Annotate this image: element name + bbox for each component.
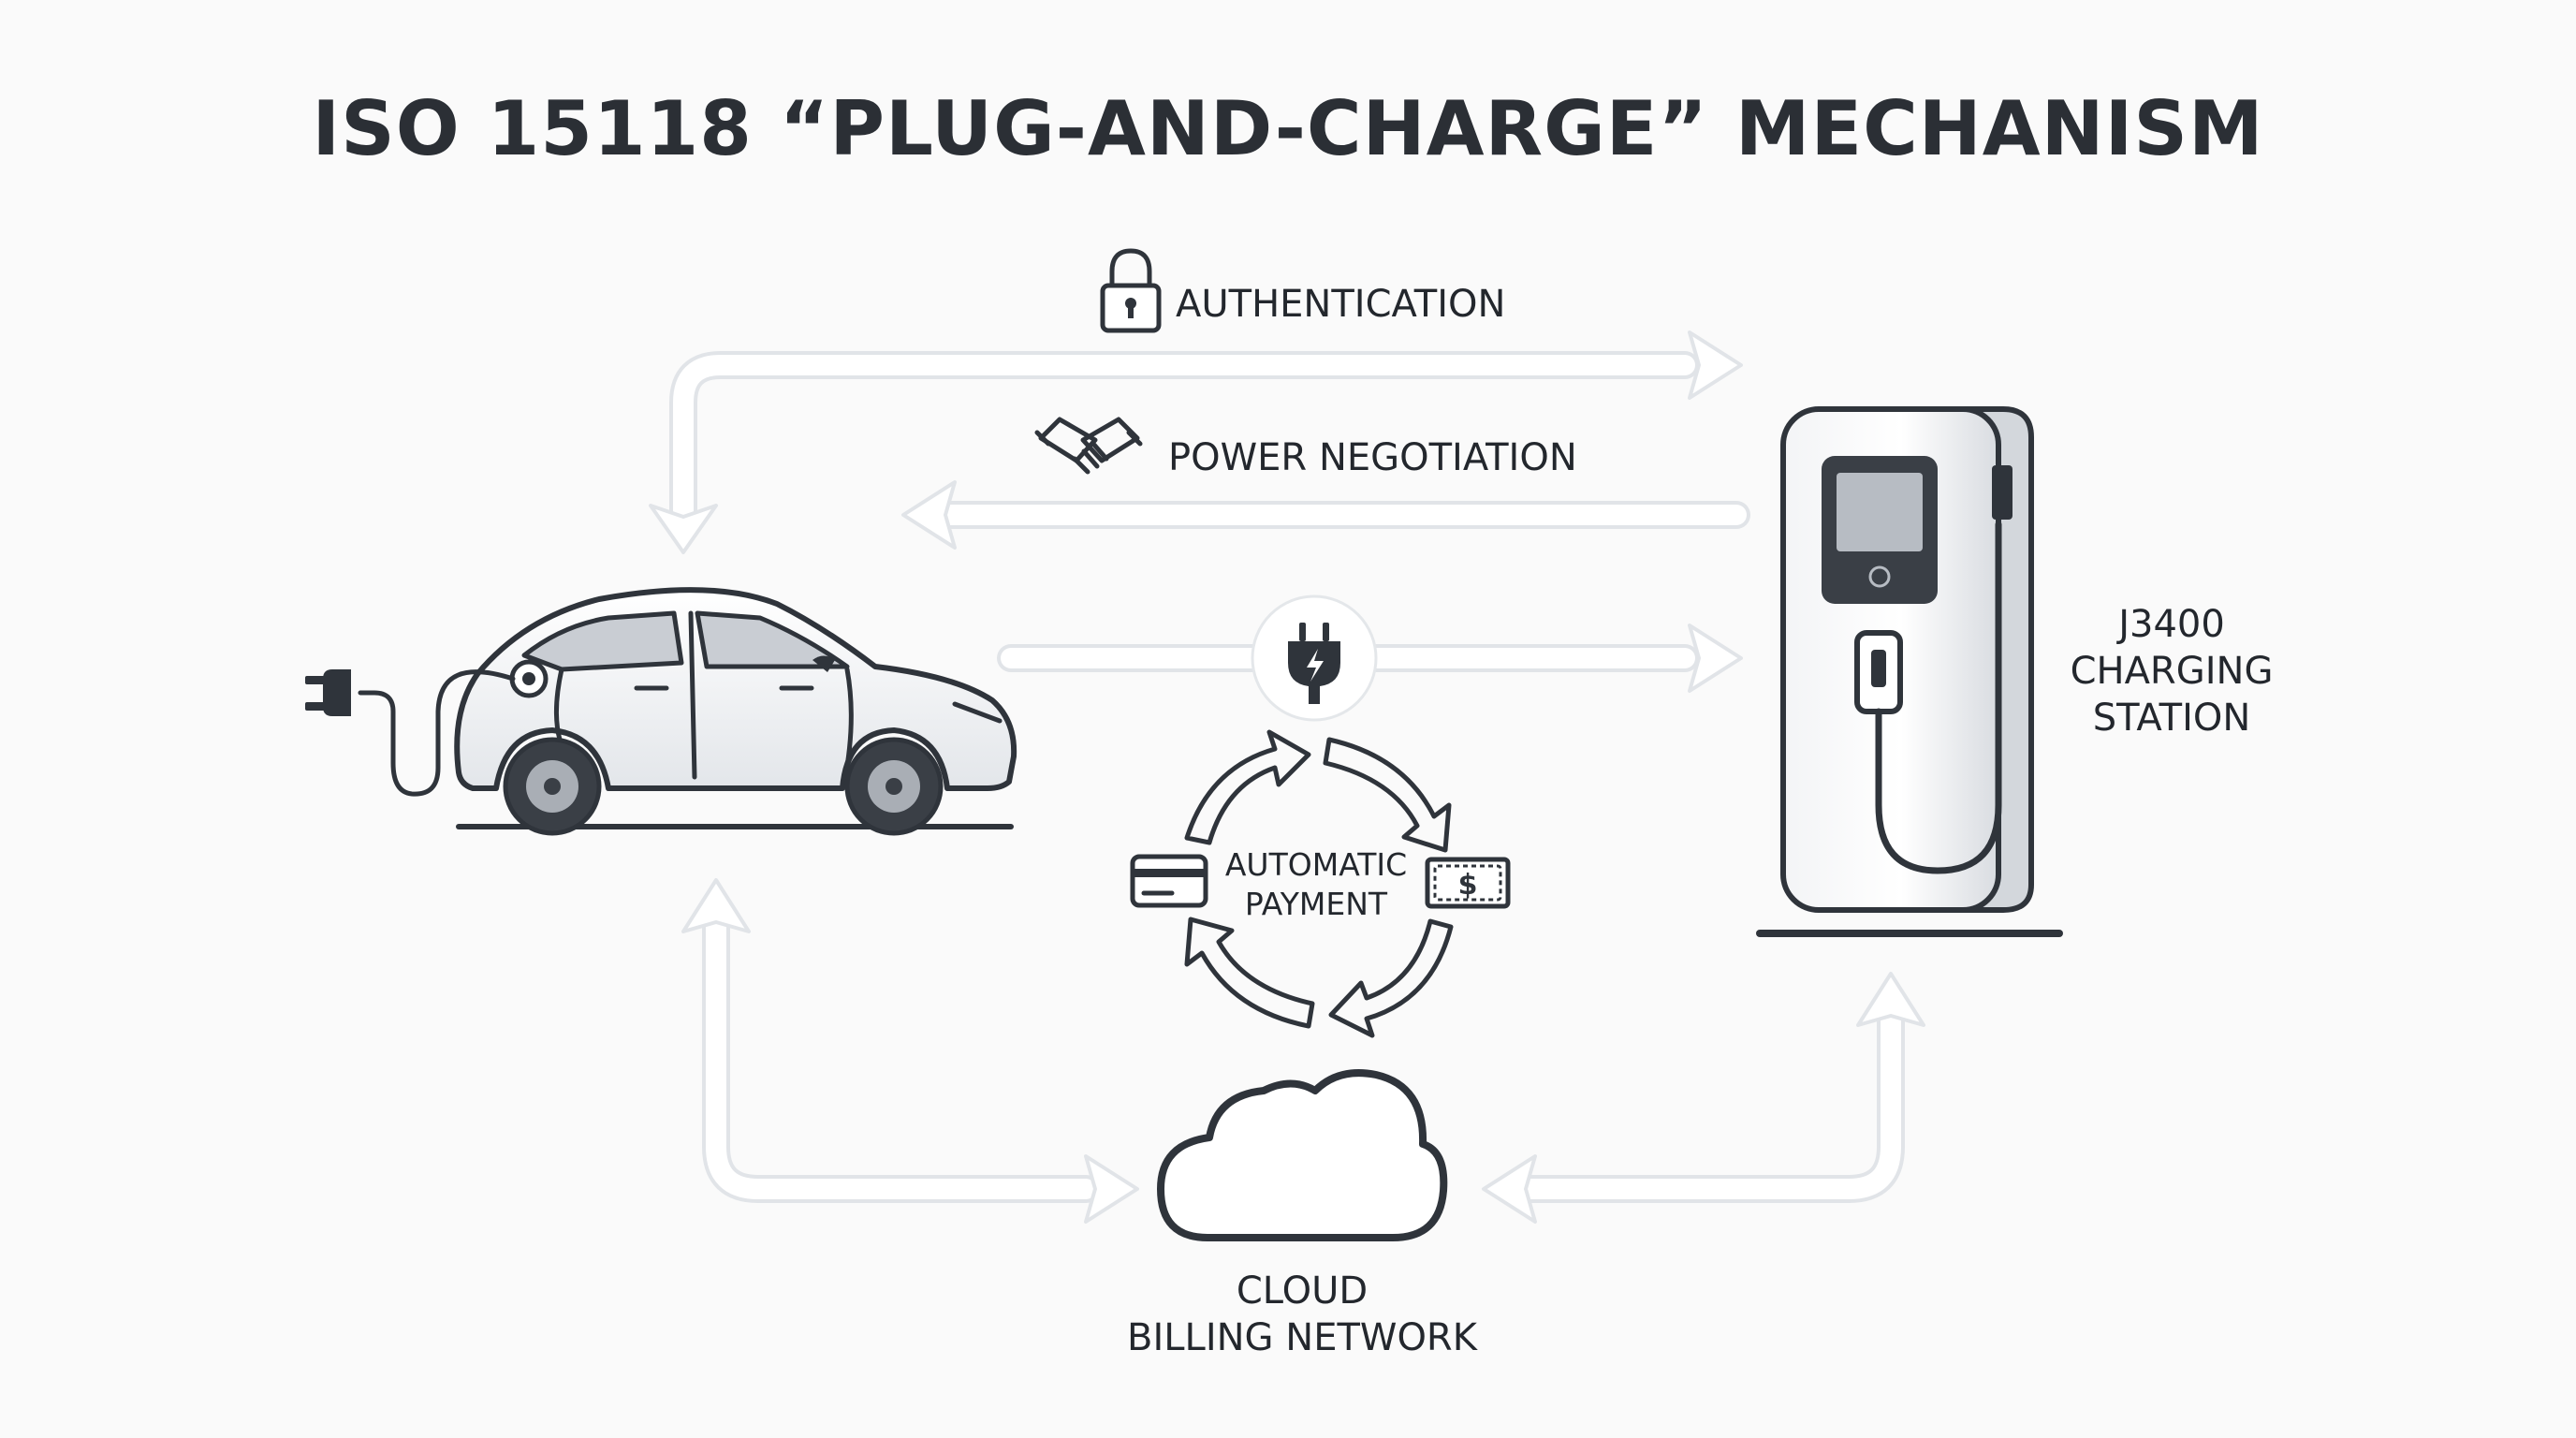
power-negotiation-arrow bbox=[901, 480, 1750, 550]
charging-station-icon bbox=[1756, 406, 2063, 937]
payment-label-line1: AUTOMATIC bbox=[1225, 846, 1407, 883]
cloud-label-line1: CLOUD bbox=[1237, 1269, 1368, 1313]
station-label-line2: CHARGING bbox=[2071, 650, 2274, 693]
svg-text:$: $ bbox=[1458, 869, 1478, 902]
payment-cycle bbox=[1184, 729, 1454, 1038]
cloud-icon bbox=[1157, 1069, 1448, 1241]
authentication-arrow bbox=[649, 330, 1743, 554]
padlock-icon bbox=[1100, 248, 1162, 333]
credit-card-icon bbox=[1130, 854, 1208, 908]
handshake-icon bbox=[1034, 417, 1143, 475]
station-label-line3: STATION bbox=[2093, 697, 2251, 740]
authentication-label: AUTHENTICATION bbox=[1176, 283, 1505, 326]
page-title: ISO 15118 “PLUG-AND-CHARGE” MECHANISM bbox=[312, 85, 2263, 172]
car-cloud-arrow bbox=[681, 878, 1139, 1224]
power-negotiation-label: POWER NEGOTIATION bbox=[1168, 436, 1577, 479]
plug-bolt-icon bbox=[1251, 594, 1378, 722]
cloud-label-line2: BILLING NETWORK bbox=[1127, 1316, 1479, 1359]
station-cloud-arrow bbox=[1482, 972, 1925, 1224]
payment-label-line2: PAYMENT bbox=[1245, 886, 1388, 922]
banknote-icon: $ bbox=[1425, 857, 1511, 909]
station-label-line1: J3400 bbox=[2115, 603, 2225, 646]
electric-car-icon bbox=[305, 587, 1017, 836]
